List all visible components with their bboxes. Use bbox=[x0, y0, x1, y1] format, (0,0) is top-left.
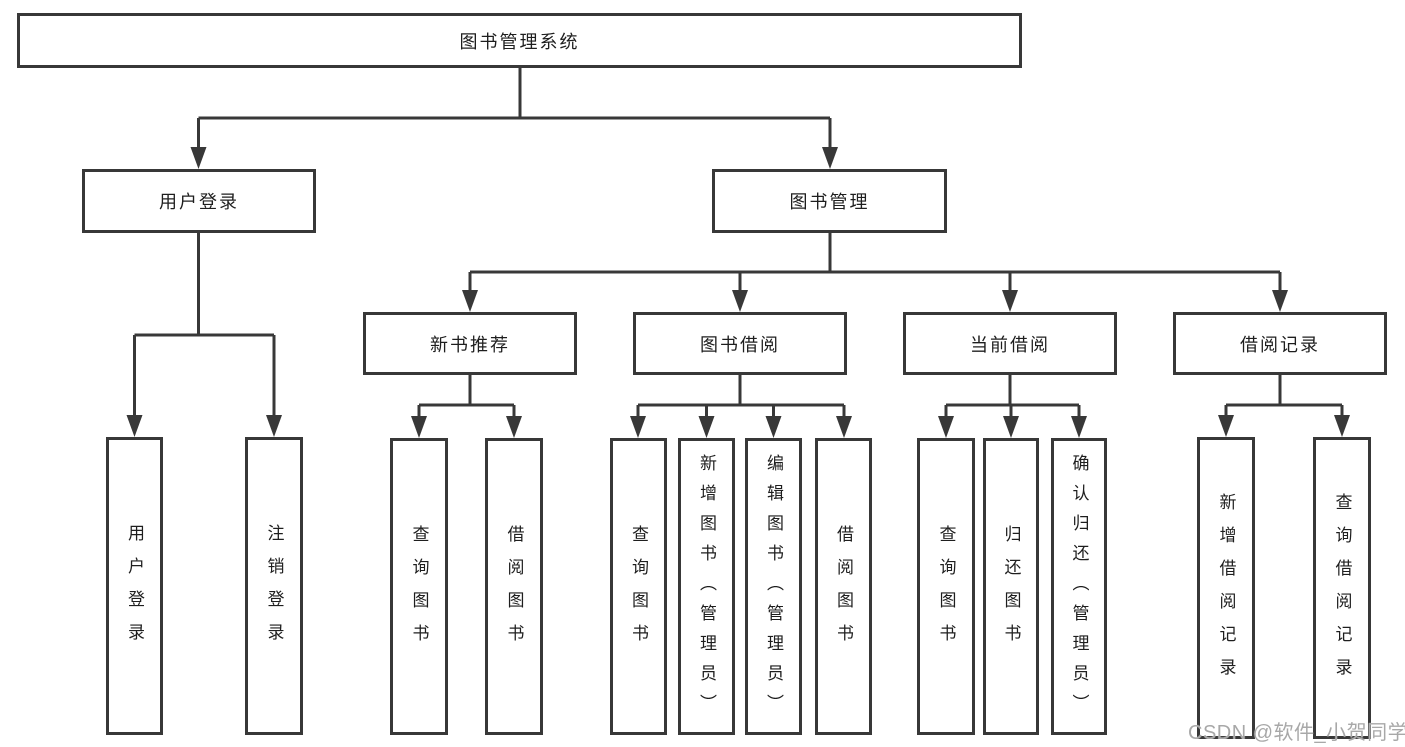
node-book-management: 图书管理 bbox=[712, 169, 947, 233]
node-leaf-borrow-add-admin: 新增图书（管理员） bbox=[678, 438, 735, 735]
node-leaf-logout: 注销登录 bbox=[245, 437, 303, 735]
arrowheads bbox=[126, 147, 1350, 438]
node-leaf-newbook-query: 查询图书 bbox=[390, 438, 448, 735]
node-group-book-borrow: 图书借阅 bbox=[633, 312, 847, 375]
node-leaf-records-query: 查询借阅记录 bbox=[1313, 437, 1371, 739]
node-leaf-newbook-borrow: 借阅图书 bbox=[485, 438, 543, 735]
node-leaf-borrow-borrow: 借阅图书 bbox=[815, 438, 872, 735]
node-group-borrow-records: 借阅记录 bbox=[1173, 312, 1387, 375]
node-leaf-user-login: 用户登录 bbox=[106, 437, 163, 735]
csdn-watermark: CSDN @软件_小贺同学 bbox=[1188, 722, 1405, 744]
node-leaf-current-return: 归还图书 bbox=[983, 438, 1039, 735]
node-leaf-current-confirm-admin: 确认归还（管理员） bbox=[1051, 438, 1107, 735]
node-leaf-records-add: 新增借阅记录 bbox=[1197, 437, 1255, 739]
node-root: 图书管理系统 bbox=[17, 13, 1022, 68]
node-group-current-borrow: 当前借阅 bbox=[903, 312, 1117, 375]
node-leaf-borrow-query: 查询图书 bbox=[610, 438, 667, 735]
node-leaf-borrow-edit-admin: 编辑图书（管理员） bbox=[745, 438, 802, 735]
node-user-login-branch: 用户登录 bbox=[82, 169, 316, 233]
node-leaf-current-query: 查询图书 bbox=[917, 438, 975, 735]
connector-segments bbox=[133, 68, 1344, 419]
node-group-new-book: 新书推荐 bbox=[363, 312, 577, 375]
